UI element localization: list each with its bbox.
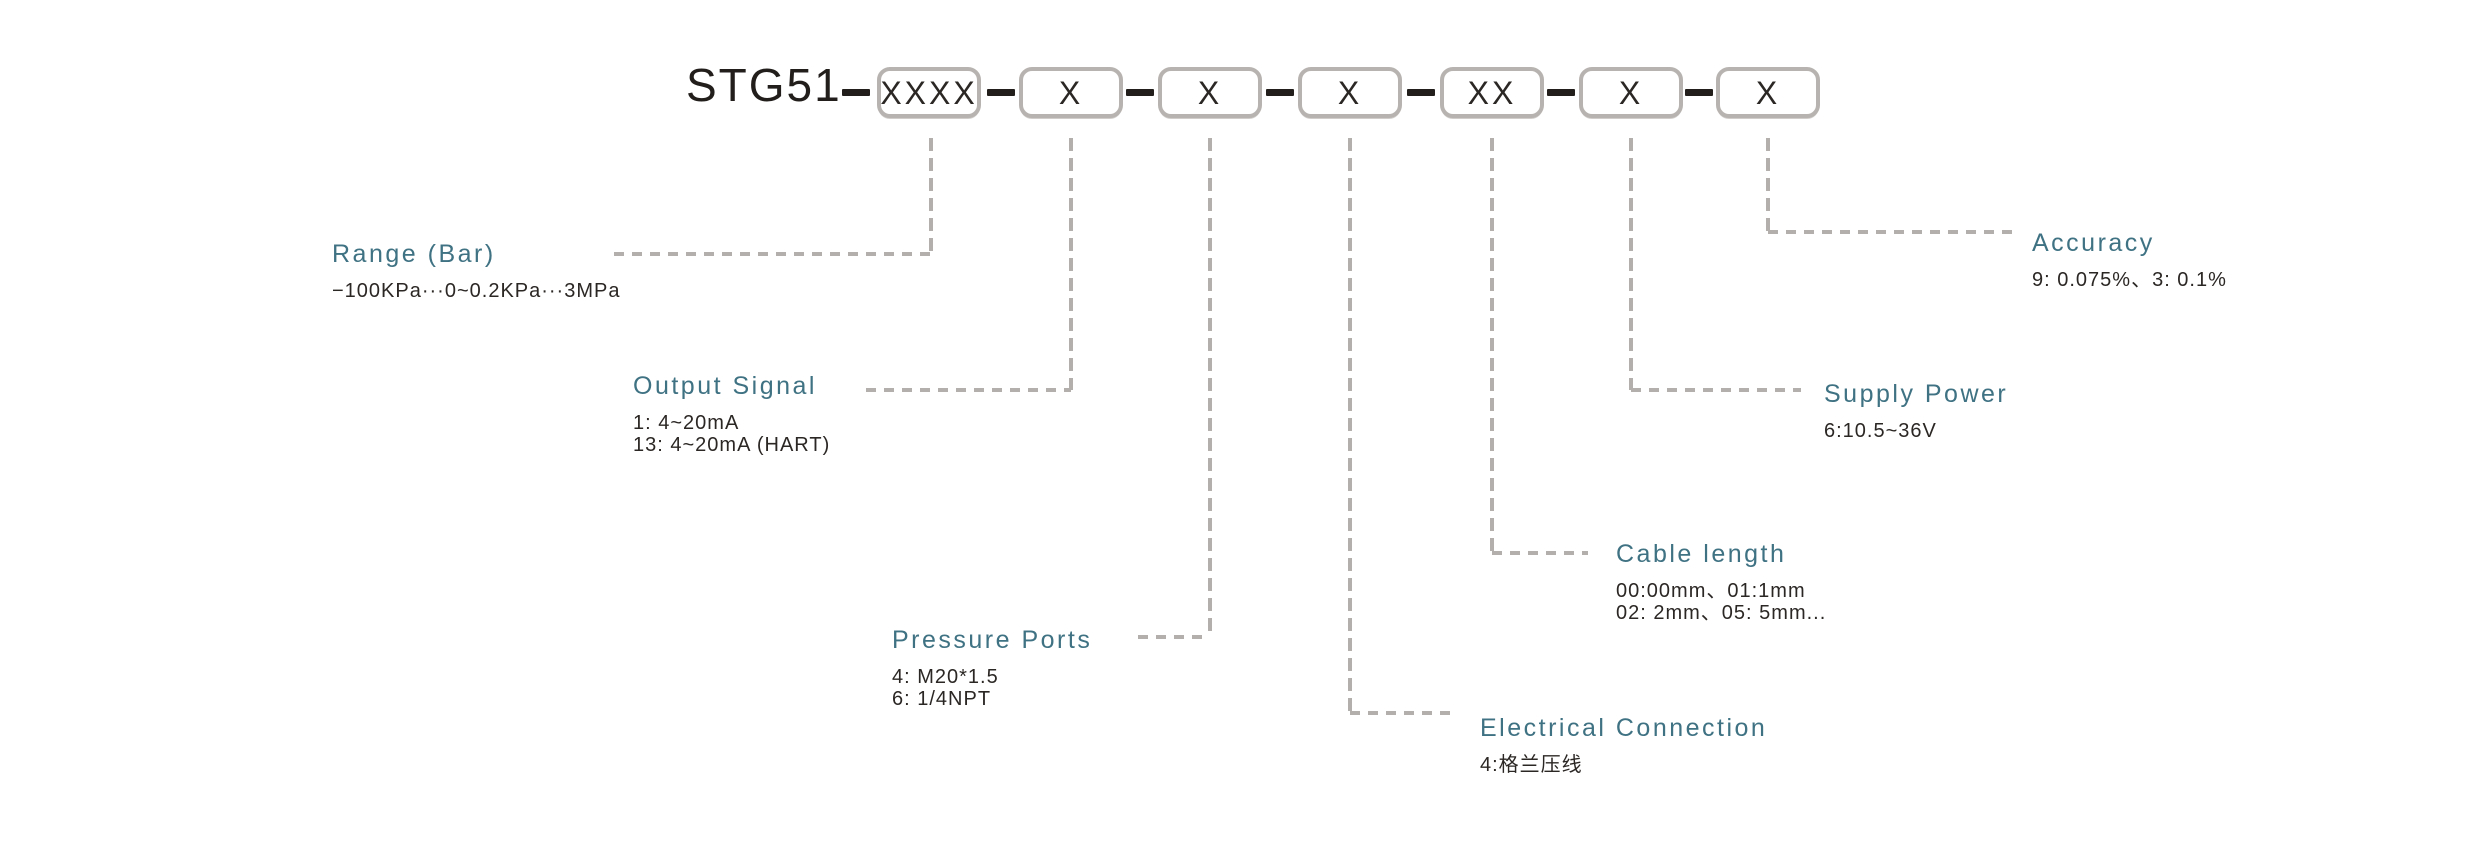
spec-group-electrical-connection: Electrical Connection 4:格兰压线 bbox=[1480, 712, 1767, 776]
spec-title-electrical-connection: Electrical Connection bbox=[1480, 714, 1768, 742]
code-box-range: XXXX bbox=[877, 67, 981, 118]
code-separator-dash bbox=[1266, 89, 1294, 96]
spec-title-cable-length: Cable length bbox=[1616, 540, 1787, 568]
spec-title-pressure-ports: Pressure Ports bbox=[892, 626, 1093, 654]
spec-line-cable-length-2: 02: 2mm、05: 5mm... bbox=[1616, 602, 1827, 624]
code-separator-dash bbox=[1407, 89, 1435, 96]
supply-power-connector-vertical bbox=[1629, 138, 1633, 390]
output-signal-connector-horizontal bbox=[866, 388, 1071, 392]
spec-title-range: Range (Bar) bbox=[332, 240, 496, 268]
spec-group-accuracy: Accuracy 9: 0.075%、3: 0.1% bbox=[2032, 227, 2227, 291]
spec-line-pressure-ports-2: 6: 1/4NPT bbox=[892, 688, 992, 710]
spec-group-pressure-ports: Pressure Ports 4: M20*1.5 6: 1/4NPT bbox=[892, 624, 1092, 710]
spec-title-supply-power: Supply Power bbox=[1824, 380, 2009, 408]
cable-length-connector-horizontal bbox=[1492, 551, 1588, 555]
spec-group-cable-length: Cable length 00:00mm、01:1mm 02: 2mm、05: … bbox=[1616, 538, 1826, 624]
supply-power-connector-horizontal bbox=[1631, 388, 1801, 392]
range-connector-vertical bbox=[929, 138, 933, 254]
code-box-cable-length: XX bbox=[1440, 67, 1544, 118]
spec-line-accuracy-1: 9: 0.075%、3: 0.1% bbox=[2032, 269, 2227, 291]
code-box-electrical-connection: X bbox=[1298, 67, 1402, 118]
spec-line-electrical-connection-1: 4:格兰压线 bbox=[1480, 754, 1583, 776]
spec-line-output-signal-1: 1: 4~20mA bbox=[633, 412, 740, 434]
cable-length-connector-vertical bbox=[1490, 138, 1494, 553]
spec-title-output-signal: Output Signal bbox=[633, 372, 817, 400]
electrical-connection-connector-horizontal bbox=[1350, 711, 1456, 715]
output-signal-connector-vertical bbox=[1069, 138, 1073, 390]
accuracy-connector-horizontal bbox=[1768, 230, 2018, 234]
spec-line-cable-length-1: 00:00mm、01:1mm bbox=[1616, 580, 1806, 602]
spec-line-pressure-ports-1: 4: M20*1.5 bbox=[892, 666, 999, 688]
spec-group-range: Range (Bar) −100KPa···0~0.2KPa···3MPa bbox=[332, 238, 620, 302]
spec-line-supply-power-1: 6:10.5~36V bbox=[1824, 420, 1937, 442]
pressure-ports-connector-horizontal bbox=[1138, 635, 1210, 639]
code-box-output-signal: X bbox=[1019, 67, 1123, 118]
code-separator-dash bbox=[1126, 89, 1154, 96]
code-box-supply-power: X bbox=[1579, 67, 1683, 118]
model-prefix: STG51 bbox=[686, 59, 842, 111]
range-connector-horizontal bbox=[614, 252, 931, 256]
code-separator-dash bbox=[987, 89, 1015, 96]
accuracy-connector-vertical bbox=[1766, 138, 1770, 232]
spec-group-output-signal: Output Signal 1: 4~20mA 13: 4~20mA (HART… bbox=[633, 370, 830, 456]
pressure-ports-connector-vertical bbox=[1208, 138, 1212, 637]
code-box-pressure-ports: X bbox=[1158, 67, 1262, 118]
code-separator-dash bbox=[842, 89, 870, 96]
spec-group-supply-power: Supply Power 6:10.5~36V bbox=[1824, 378, 2008, 442]
code-box-accuracy: X bbox=[1716, 67, 1820, 118]
spec-line-output-signal-2: 13: 4~20mA (HART) bbox=[633, 434, 831, 456]
code-separator-dash bbox=[1547, 89, 1575, 96]
code-separator-dash bbox=[1685, 89, 1713, 96]
spec-line-range-values: −100KPa···0~0.2KPa···3MPa bbox=[332, 280, 621, 302]
electrical-connection-connector-vertical bbox=[1348, 138, 1352, 713]
spec-title-accuracy: Accuracy bbox=[2032, 229, 2155, 257]
